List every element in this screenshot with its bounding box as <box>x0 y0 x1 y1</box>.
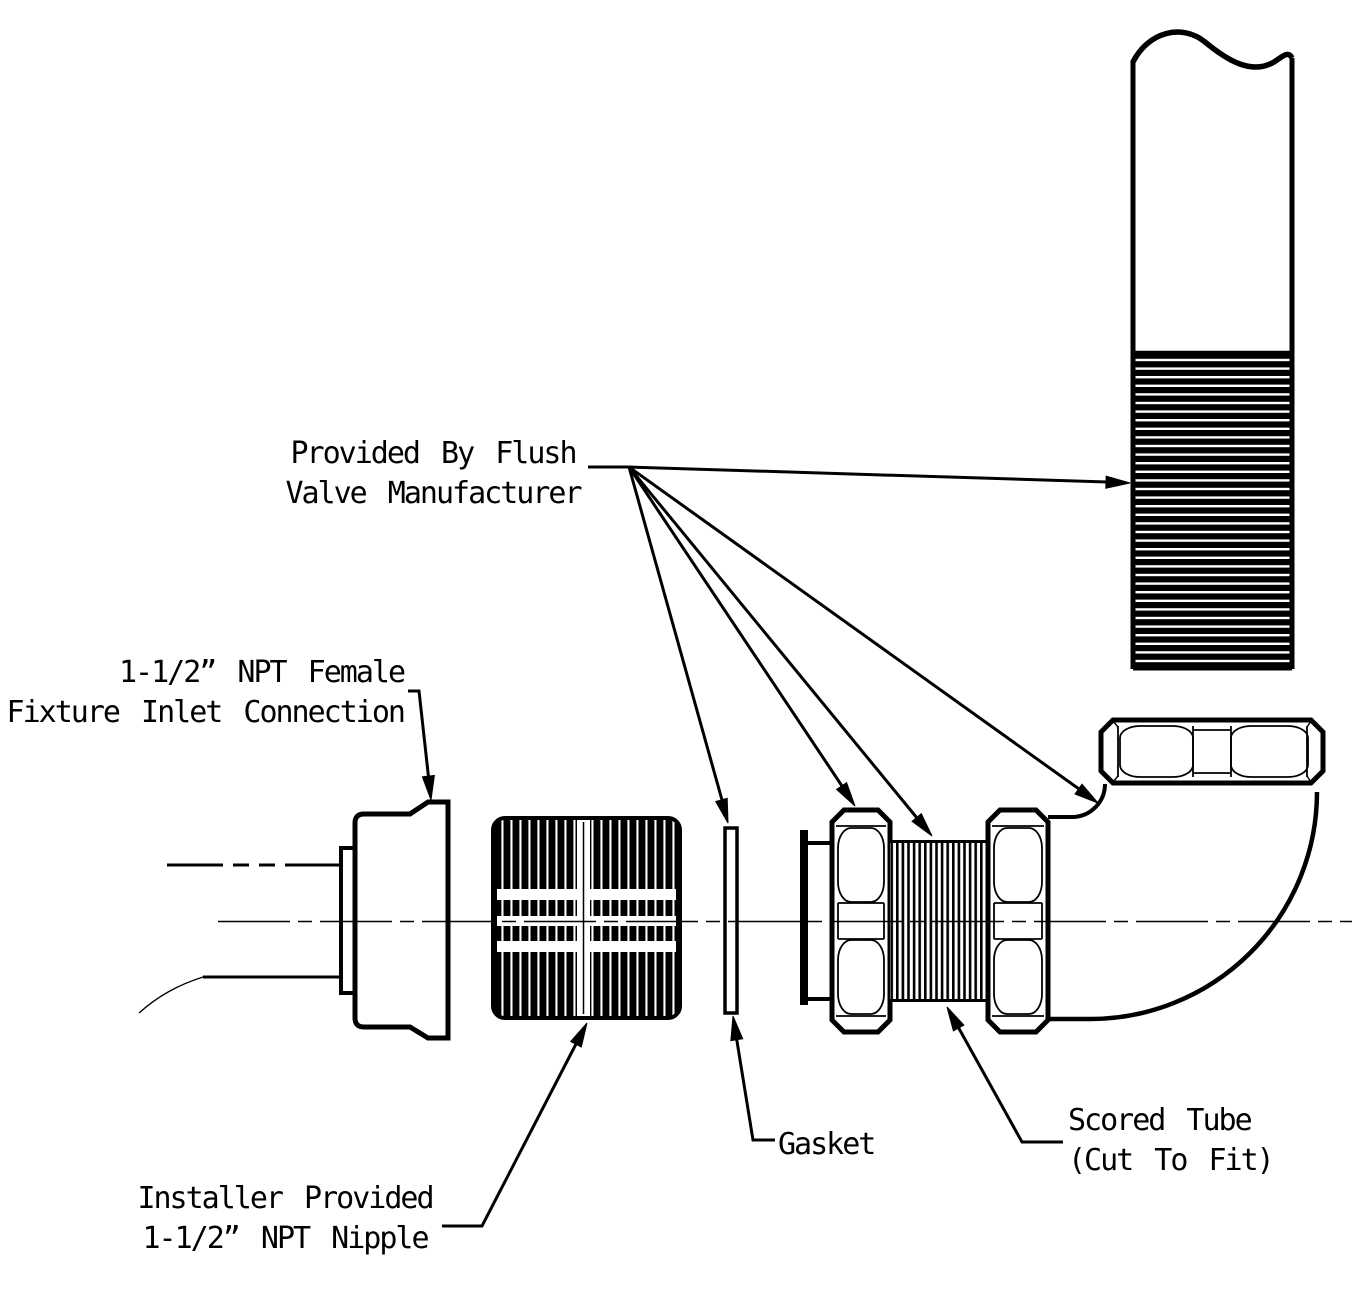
arrowhead-tube <box>1105 475 1131 489</box>
arrowhead-fixture <box>421 774 435 801</box>
tube-threaded-section <box>1135 352 1290 669</box>
flange-bar <box>800 830 808 1005</box>
label-fixture-inlet-line1: 1-1/2” NPT Female <box>118 655 406 690</box>
label-fixture-inlet-line2: Fixture Inlet Connection <box>6 695 406 730</box>
leader-scored-tube <box>946 1006 1063 1144</box>
npt-nipple <box>491 816 682 1020</box>
tailpiece-flange <box>800 830 833 1005</box>
fixture-body <box>352 799 451 1041</box>
label-installer-nipple: Installer Provided 1-1/2” NPT Nipple <box>120 1179 450 1259</box>
fixture-break-curve <box>138 976 204 1014</box>
label-scored-tube-line2: (Cut To Fit) <box>1068 1143 1275 1178</box>
label-provided-by-line2: Valve Manufacturer <box>285 476 582 511</box>
nut-facet-upper <box>837 827 885 903</box>
arrowhead-scored-tube <box>911 812 933 837</box>
label-installer-nipple-line2: 1-1/2” NPT Nipple <box>142 1221 429 1256</box>
label-scored-tube: Scored Tube (Cut To Fit) <box>1068 1101 1275 1181</box>
flush-valve-tube <box>1130 29 1295 671</box>
arrowhead-nipple <box>569 1022 588 1048</box>
nut-facet-upper <box>993 827 1043 903</box>
nut-facet-lower <box>993 939 1043 1015</box>
nut-facet-lower <box>837 939 885 1015</box>
gasket-part <box>723 826 739 1015</box>
fixture-inlet-connection <box>138 799 451 1041</box>
arrow-to-tube <box>628 465 1108 484</box>
elbow-outer-profile <box>1048 791 1320 1022</box>
arrowhead-gasket <box>714 797 729 824</box>
leader-fixture-inlet <box>408 689 435 801</box>
arrow-to-scored-tube <box>627 466 919 819</box>
arrowhead-gasket-label <box>730 1015 744 1042</box>
elbow-inner-profile <box>1048 783 1107 819</box>
arrow-to-gasket <box>627 466 724 801</box>
arrow-to-slip-nut <box>628 465 1080 791</box>
arrowhead-left-nut <box>835 781 856 807</box>
label-provided-by: Provided By Flush Valve Manufacturer <box>258 434 608 514</box>
nut-outline <box>1098 717 1326 786</box>
label-scored-tube-line1: Scored Tube <box>1068 1103 1253 1138</box>
elbow <box>1048 783 1320 1022</box>
leader-gasket <box>730 1015 775 1142</box>
label-gasket: Gasket <box>778 1127 876 1162</box>
label-installer-nipple-line1: Installer Provided <box>137 1181 434 1216</box>
arrowhead-scored-label <box>946 1006 965 1032</box>
tube-break-wave <box>1130 29 1295 70</box>
label-provided-by-line1: Provided By Flush <box>290 436 577 471</box>
label-fixture-inlet: 1-1/2” NPT Female Fixture Inlet Connecti… <box>0 653 406 733</box>
leader-provided-by <box>588 465 1131 837</box>
arrowhead-slip-nut <box>1074 783 1099 804</box>
hex-slip-nut <box>1098 717 1326 786</box>
arrow-to-left-nut <box>627 466 844 787</box>
gasket-body <box>723 826 739 1015</box>
leader-installer-nipple <box>442 1022 588 1228</box>
